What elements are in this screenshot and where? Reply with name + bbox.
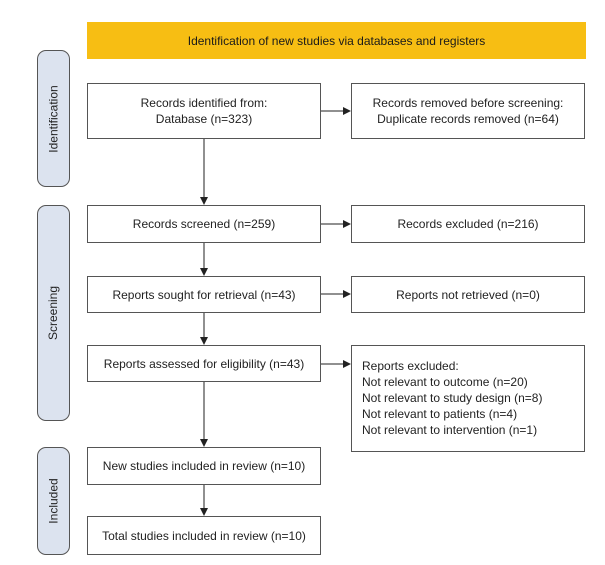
reports-assessed-box: Reports assessed for eligibility (n=43) xyxy=(87,345,321,382)
reports-not-retrieved-box: Reports not retrieved (n=0) xyxy=(351,276,585,313)
reports-sought-box: Reports sought for retrieval (n=43) xyxy=(87,276,321,313)
records-removed-box: Records removed before screening: Duplic… xyxy=(351,83,585,139)
total-studies-text: Total studies included in review (n=10) xyxy=(102,528,306,543)
records-screened-box: Records screened (n=259) xyxy=(87,205,321,243)
stage-included: Included xyxy=(37,447,70,555)
records-excluded-box: Records excluded (n=216) xyxy=(351,205,585,243)
records-identified-line-2: Database (n=323) xyxy=(155,112,253,126)
reports-assessed-text: Reports assessed for eligibility (n=43) xyxy=(103,356,305,371)
reports-excluded-heading: Reports excluded: xyxy=(362,359,459,373)
total-studies-box: Total studies included in review (n=10) xyxy=(87,516,321,555)
records-identified-line-1: Records identified from: xyxy=(140,96,268,110)
reports-excluded-box: Reports excluded: Not relevant to outcom… xyxy=(351,345,585,452)
reports-excluded-study-design: Not relevant to study design (n=8) xyxy=(362,391,543,405)
records-removed-line-2: Duplicate records removed (n=64) xyxy=(377,112,559,126)
stage-screening: Screening xyxy=(37,205,70,421)
stage-identification: Identification xyxy=(37,50,70,187)
reports-excluded-outcome: Not relevant to outcome (n=20) xyxy=(362,375,528,389)
new-studies-text: New studies included in review (n=10) xyxy=(102,459,306,473)
records-excluded-text: Records excluded (n=216) xyxy=(397,217,539,231)
records-screened-text: Records screened (n=259) xyxy=(132,217,276,231)
reports-sought-text: Reports sought for retrieval (n=43) xyxy=(112,287,296,302)
records-removed-line-1: Records removed before screening: xyxy=(372,96,564,110)
reports-excluded-patients: Not relevant to patients (n=4) xyxy=(362,407,518,421)
records-identified-box: Records identified from: Database (n=323… xyxy=(87,83,321,139)
banner-title: Identification of new studies via databa… xyxy=(87,22,586,59)
reports-excluded-intervention: Not relevant to intervention (n=1) xyxy=(362,423,538,437)
new-studies-box: New studies included in review (n=10) xyxy=(87,447,321,485)
reports-not-retrieved-text: Reports not retrieved (n=0) xyxy=(396,287,540,302)
